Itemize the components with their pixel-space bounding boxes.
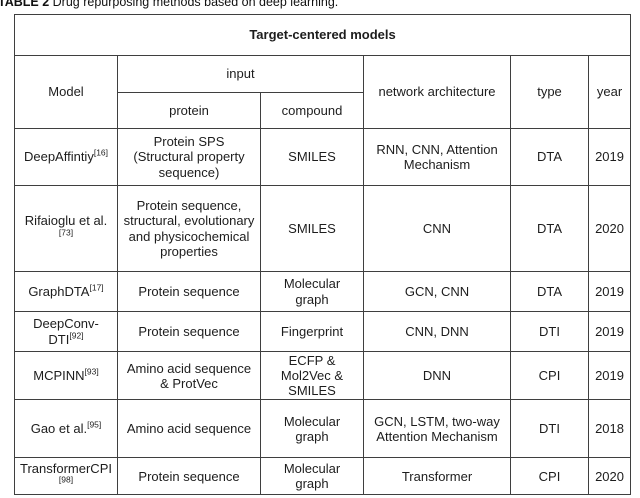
col-header-type: type bbox=[510, 55, 589, 129]
table-row: TransformerCPI[98] Protein sequence Mole… bbox=[14, 457, 632, 496]
type-cell: DTI bbox=[510, 311, 589, 352]
year-cell: 2019 bbox=[587, 271, 632, 312]
model-cell: TransformerCPI[98] bbox=[14, 457, 118, 496]
header-row-1: Model input network architecture type ye… bbox=[14, 55, 632, 129]
compound-input-cell: SMILES bbox=[260, 185, 364, 272]
model-name: Rifaioglu et al. bbox=[24, 213, 108, 229]
reference-superscript: [92] bbox=[69, 330, 84, 341]
model-name: GraphDTA bbox=[28, 283, 90, 299]
network-architecture-cell: CNN bbox=[363, 185, 511, 272]
type-cell: DTI bbox=[510, 399, 589, 459]
reference-superscript: [95] bbox=[87, 419, 102, 430]
reference-superscript: [73] bbox=[58, 227, 74, 238]
model-cell: Rifaioglu et al.[73] bbox=[14, 185, 118, 272]
model-name: TransformerCPI bbox=[20, 461, 112, 477]
table-header: Target-centered models Model input netwo… bbox=[13, 14, 632, 129]
table-title-row: Target-centered models bbox=[13, 14, 632, 56]
table-caption: TABLE 2 Drug repurposing methods based o… bbox=[0, 0, 338, 9]
col-header-compound: compound bbox=[260, 92, 364, 129]
protein-input-cell: Protein sequence bbox=[117, 311, 261, 352]
table-row: MCPINN[93] Amino acid sequence & ProtVec… bbox=[14, 350, 632, 401]
model-cell: Gao et al.[95] bbox=[14, 399, 118, 459]
col-header-protein: protein bbox=[117, 92, 261, 129]
year-cell: 2019 bbox=[587, 128, 632, 186]
table-row: Rifaioglu et al.[73] Protein sequence, s… bbox=[14, 185, 632, 272]
table-row: GraphDTA[17] Protein sequence Molecular … bbox=[14, 271, 632, 312]
table-row: DeepConv-DTI[92] Protein sequence Finger… bbox=[14, 311, 632, 352]
network-architecture-cell: GCN, CNN bbox=[363, 271, 511, 312]
protein-input-cell: Amino acid sequence & ProtVec bbox=[117, 350, 261, 401]
col-header-model: Model bbox=[14, 55, 118, 129]
reference-superscript: [17] bbox=[89, 282, 104, 293]
col-header-input: input bbox=[117, 55, 364, 93]
reference-superscript: [16] bbox=[93, 148, 109, 159]
table-caption-label: TABLE 2 bbox=[0, 0, 50, 9]
table-row: Gao et al.[95] Amino acid sequence Molec… bbox=[14, 399, 632, 459]
table-title: Target-centered models bbox=[13, 14, 632, 56]
network-architecture-cell: RNN, CNN, Attention Mechanism bbox=[363, 128, 511, 186]
year-cell: 2019 bbox=[587, 350, 632, 401]
table-row: DeepAffintiy[16] Protein SPS (Structural… bbox=[14, 128, 632, 186]
compound-input-cell: Fingerprint bbox=[260, 311, 364, 352]
protein-input-cell: Protein sequence, structural, evolutiona… bbox=[117, 185, 261, 272]
reference-superscript: [93] bbox=[84, 366, 99, 377]
compound-input-cell: Molecular graph bbox=[260, 271, 364, 312]
network-architecture-cell: DNN bbox=[363, 350, 511, 401]
model-name: Gao et al. bbox=[30, 421, 88, 437]
protein-input-cell: Protein sequence bbox=[117, 457, 261, 496]
model-cell: DeepConv-DTI[92] bbox=[14, 311, 118, 352]
year-cell: 2020 bbox=[587, 457, 632, 496]
type-cell: DTA bbox=[510, 128, 589, 186]
protein-input-cell: Amino acid sequence bbox=[117, 399, 261, 459]
year-cell: 2019 bbox=[587, 311, 632, 352]
model-name: DeepConv-DTI bbox=[33, 316, 99, 347]
table-body: DeepAffintiy[16] Protein SPS (Structural… bbox=[14, 128, 632, 496]
table-caption-text: Drug repurposing methods based on deep l… bbox=[49, 0, 339, 9]
type-cell: DTA bbox=[510, 185, 589, 272]
col-header-year: year bbox=[587, 55, 632, 129]
reference-superscript: [98] bbox=[58, 474, 74, 485]
model-cell: MCPINN[93] bbox=[14, 350, 118, 401]
model-cell: GraphDTA[17] bbox=[14, 271, 118, 312]
drug-repurposing-table: Target-centered models Model input netwo… bbox=[13, 14, 632, 496]
compound-input-cell: Molecular graph bbox=[260, 399, 364, 459]
network-architecture-cell: CNN, DNN bbox=[363, 311, 511, 352]
network-architecture-cell: GCN, LSTM, two-way Attention Mechanism bbox=[363, 399, 511, 459]
model-name: MCPINN bbox=[33, 368, 85, 384]
type-cell: CPI bbox=[510, 350, 589, 401]
protein-input-cell: Protein SPS (Structural property sequenc… bbox=[117, 128, 261, 186]
compound-input-cell: Molecular graph bbox=[260, 457, 364, 496]
model-cell: DeepAffintiy[16] bbox=[14, 128, 118, 186]
type-cell: CPI bbox=[510, 457, 589, 496]
network-architecture-cell: Transformer bbox=[363, 457, 511, 496]
compound-input-cell: ECFP & Mol2Vec & SMILES bbox=[260, 350, 364, 401]
protein-input-cell: Protein sequence bbox=[117, 271, 261, 312]
compound-input-cell: SMILES bbox=[260, 128, 364, 186]
type-cell: DTA bbox=[510, 271, 589, 312]
header-row-2: protein compound bbox=[15, 92, 631, 129]
year-cell: 2018 bbox=[587, 399, 632, 459]
col-header-network-architecture: network architecture bbox=[363, 55, 511, 129]
year-cell: 2020 bbox=[587, 185, 632, 272]
model-name: DeepAffintiy bbox=[23, 149, 94, 165]
